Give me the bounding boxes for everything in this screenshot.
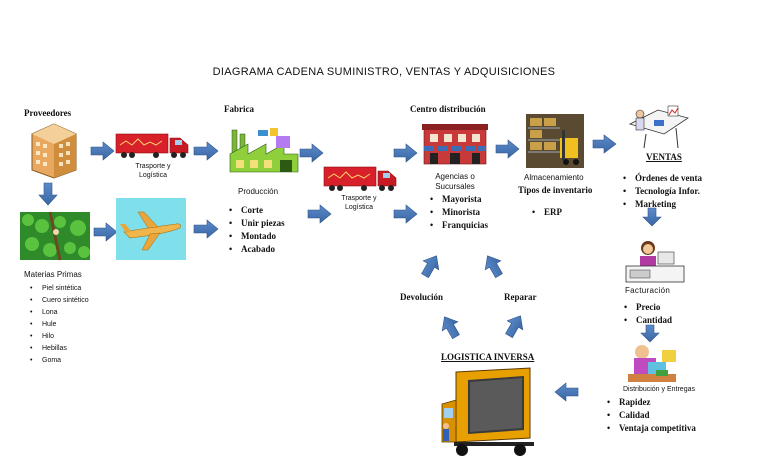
airplane-icon bbox=[116, 198, 186, 260]
proveedores-label: Proveedores bbox=[24, 108, 72, 118]
agencias-label: Agencias o Sucursales bbox=[435, 172, 475, 191]
list-item: Tecnología Infor. bbox=[621, 185, 702, 198]
fabrica-label: Fabrica bbox=[224, 104, 254, 114]
list-item: Calidad bbox=[605, 409, 696, 422]
ventas-label: VENTAS bbox=[646, 152, 682, 162]
list-item: ERP bbox=[530, 206, 562, 219]
facturacion-label: Facturación bbox=[625, 286, 671, 295]
arrow-fabrica-transporte2 bbox=[299, 143, 324, 163]
arrow-almacen-ventas bbox=[592, 134, 617, 154]
list-item: Goma bbox=[28, 355, 89, 367]
list-item: Minorista bbox=[428, 206, 488, 219]
store-icon bbox=[422, 124, 488, 165]
arrow-transporte-fabrica bbox=[193, 141, 219, 161]
arrow-reparar-agencias bbox=[484, 255, 503, 279]
plantation-photo bbox=[20, 211, 90, 261]
logistica-inversa-label: LOGISTICA INVERSA bbox=[441, 352, 535, 362]
list-item: Precio bbox=[622, 301, 672, 314]
arrow-transporte2-centro bbox=[393, 143, 418, 163]
devolucion-label: Devolución bbox=[400, 292, 444, 302]
materias-list: Piel sintética Cuero sintético Lona Hule… bbox=[28, 283, 89, 367]
list-item: Mayorista bbox=[428, 193, 488, 206]
distribucion-label: Distribución y Entregas bbox=[623, 386, 695, 393]
arrow-produccion-transporte2 bbox=[307, 204, 332, 224]
building-icon bbox=[31, 123, 77, 179]
materias-label: Materias Primas bbox=[24, 270, 82, 279]
transporte1-label: Trasporte y Logística bbox=[135, 163, 171, 179]
cashier-icon bbox=[625, 241, 685, 283]
reparar-label: Reparar bbox=[504, 292, 537, 302]
list-item: Lona bbox=[28, 307, 89, 319]
list-item: Marketing bbox=[621, 198, 702, 211]
list-item: Corte bbox=[227, 204, 285, 217]
arrow-logistica-reparar bbox=[505, 315, 524, 339]
truck-icon bbox=[115, 133, 189, 158]
list-item: Acabado bbox=[227, 243, 285, 256]
ventas-list: Órdenes de venta Tecnología Infor. Marke… bbox=[621, 172, 702, 211]
delivery-icon bbox=[628, 345, 676, 382]
list-item: Ventaja competitiva bbox=[605, 422, 696, 435]
list-item: Hebillas bbox=[28, 343, 89, 355]
arrow-proveedores-transporte bbox=[90, 141, 115, 161]
sales-office-icon bbox=[628, 105, 689, 149]
distribucion-list: Rapidez Calidad Ventaja competitiva bbox=[605, 396, 696, 435]
box-truck-icon bbox=[441, 367, 534, 456]
list-item: Órdenes de venta bbox=[621, 172, 702, 185]
arrow-avion-fabrica bbox=[193, 219, 219, 239]
produccion-label: Producción bbox=[238, 187, 279, 196]
list-item: Cuero sintético bbox=[28, 295, 89, 307]
almacenamiento-label: Almacenamiento bbox=[524, 173, 584, 182]
list-item: Hule bbox=[28, 319, 89, 331]
list-item: Hilo bbox=[28, 331, 89, 343]
centro-label: Centro distribución bbox=[410, 104, 486, 114]
list-item: Montado bbox=[227, 230, 285, 243]
produccion-list: Corte Unir piezas Montado Acabado bbox=[227, 204, 285, 256]
list-item: Rapidez bbox=[605, 396, 696, 409]
warehouse-icon bbox=[526, 114, 584, 168]
factory-icon bbox=[229, 128, 299, 173]
inventario-list: ERP bbox=[530, 206, 562, 219]
arrow-proveedores-materias bbox=[38, 182, 58, 206]
list-item: Unir piezas bbox=[227, 217, 285, 230]
arrow-logistica-devolucion bbox=[441, 316, 460, 340]
diagram-title: DIAGRAMA CADENA SUMINISTRO, VENTAS Y ADQ… bbox=[212, 66, 556, 78]
arrow-centro-almacen bbox=[495, 139, 520, 159]
facturacion-list: Precio Cantidad bbox=[622, 301, 672, 327]
agencias-list: Mayorista Minorista Franquicias bbox=[428, 193, 488, 232]
truck-icon bbox=[323, 166, 397, 191]
inventario-label: Tipos de inventario bbox=[518, 185, 593, 195]
transporte2-label: Trasporte y Logística bbox=[341, 195, 377, 211]
arrow-transporte2-agencias bbox=[393, 204, 418, 224]
list-item: Franquicias bbox=[428, 219, 488, 232]
list-item: Piel sintética bbox=[28, 283, 89, 295]
arrow-distribucion-logistica bbox=[554, 382, 579, 402]
list-item: Cantidad bbox=[622, 314, 672, 327]
arrow-materias-avion bbox=[93, 222, 118, 242]
arrow-devolucion-agencias bbox=[421, 255, 440, 279]
